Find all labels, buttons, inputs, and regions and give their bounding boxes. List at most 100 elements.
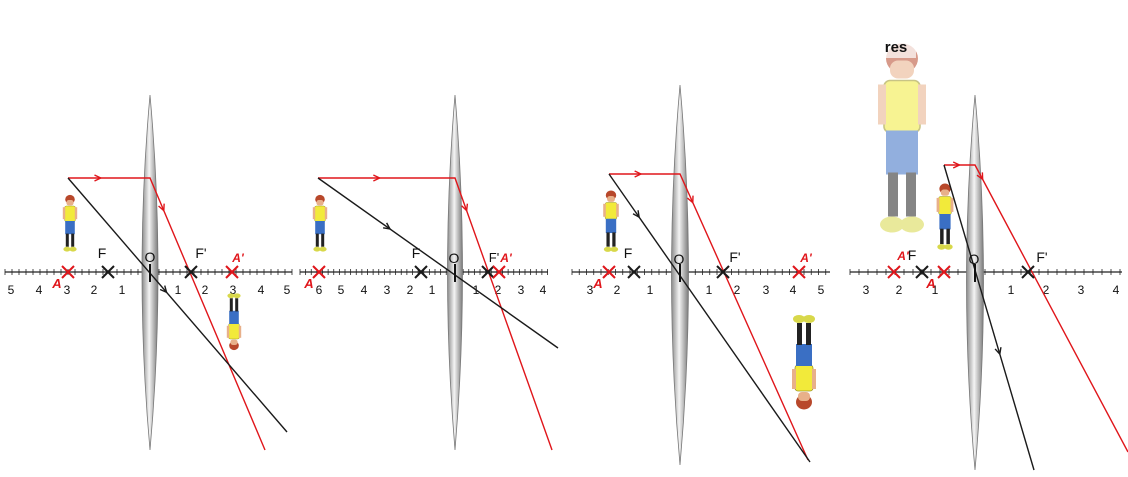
panel-1-mark-A-b — [61, 265, 75, 279]
panel-3-label-Fprime: F' — [729, 249, 740, 265]
tick-label: 4 — [361, 283, 368, 297]
tick-label: 1 — [1008, 283, 1015, 297]
tick-label: 4 — [1113, 283, 1120, 297]
tick-label: 3 — [230, 283, 237, 297]
panel-3-mark-Aprime-b — [792, 265, 806, 279]
tick-label: 6 — [316, 283, 323, 297]
panel-4-focus-F-b — [915, 265, 929, 279]
panel-3-focus-F — [627, 265, 641, 279]
panel-4-mark-Aprime — [887, 265, 901, 279]
panel-1-image-boy — [226, 292, 242, 351]
tick-label: 2 — [91, 283, 98, 297]
tick-label: 3 — [384, 283, 391, 297]
tick-label: 1 — [932, 283, 939, 297]
tick-label: 1 — [647, 283, 654, 297]
panel-3-label-F: F — [624, 245, 633, 261]
tick-label: 5 — [8, 283, 15, 297]
panel-4-focus-Fprime — [1021, 265, 1035, 279]
panel-1-ray-parallel-arrow-1 — [158, 203, 165, 213]
tick-label: 1 — [119, 283, 126, 297]
panel-2-ray-center-arrow-0 — [382, 222, 392, 230]
tick-label: 5 — [338, 283, 345, 297]
tick-label: 2 — [896, 283, 903, 297]
tick-label: 3 — [763, 283, 770, 297]
tick-label: 2 — [202, 283, 209, 297]
panel-2-mark-Aprime — [492, 265, 506, 279]
panel-4-lens — [966, 94, 984, 471]
tick-label: 2 — [1043, 283, 1050, 297]
panel-3-ray-parallel-arrow-0 — [634, 170, 643, 178]
tick-label: 2 — [495, 283, 502, 297]
panel-2-focus-F-b — [414, 265, 428, 279]
panel-4-ray-parallel-arrow-1 — [976, 172, 984, 181]
panel-3-focus-F-b — [627, 265, 641, 279]
tick-label: 4 — [540, 283, 547, 297]
panel-2-focus-F — [414, 265, 428, 279]
panel-3-focus-Fprime-b — [716, 265, 730, 279]
panel-4-ray-center — [943, 164, 1035, 471]
tick-label: 3 — [64, 283, 71, 297]
panel-4-mark-A — [937, 265, 951, 279]
panel-1-mark-Aprime-b — [225, 265, 239, 279]
panel-4-ray-parallel — [944, 161, 1128, 453]
panel-4-mark-Aprime-b — [887, 265, 901, 279]
panel-4-mark-A-b — [937, 265, 951, 279]
tick-label: 4 — [36, 283, 43, 297]
panel-4-ray-center-arrow-0 — [994, 347, 1002, 356]
panel-3-mark-A — [602, 265, 616, 279]
panel-2-label-Fprime: F' — [489, 250, 499, 265]
panel-4-label-F: F — [908, 247, 917, 263]
tick-label: 2 — [614, 283, 621, 297]
panel-3-mark-Aprime — [792, 265, 806, 279]
panel-3-mark-A-b — [602, 265, 616, 279]
panel-3-image-boy — [791, 314, 817, 411]
panel-2-label-O: O — [449, 250, 460, 266]
panel-1-mark-Aprime — [225, 265, 239, 279]
panel-3-ray-center-arrow-0 — [632, 210, 641, 219]
panel-1-label-F: F — [98, 245, 107, 261]
tick-label: 1 — [706, 283, 713, 297]
panel-1-focus-F-b — [101, 265, 115, 279]
panel-4-ray-parallel-arrow-0 — [952, 161, 962, 169]
panel-3-ray-parallel-arrow-1 — [686, 195, 694, 205]
panel-1-label-Fprime: F' — [195, 245, 206, 261]
panel-3-ray-center — [608, 173, 811, 463]
panel-3-ray-parallel — [609, 170, 809, 461]
panel-2-ray-parallel — [318, 174, 553, 451]
panel-4-virtual-tag-bg — [876, 36, 916, 58]
panel-2-ray-parallel-arrow-1 — [461, 203, 469, 213]
tick-label: 3 — [1078, 283, 1085, 297]
panel-3-ray-center-line — [608, 173, 811, 463]
tick-label: 1 — [175, 283, 182, 297]
tick-label: 4 — [258, 283, 265, 297]
panel-2-mark-Aprime-b — [492, 265, 506, 279]
panel-3-ray-parallel-line — [609, 173, 809, 461]
panel-1-ray-parallel-arrow-0 — [94, 174, 103, 182]
panel-1-ray-parallel-line — [68, 177, 266, 451]
panel-2-object-boy — [312, 194, 328, 253]
panel-4-virtual-tag: res — [885, 39, 908, 56]
panel-1-focus-F — [101, 265, 115, 279]
panel-3-focus-Fprime — [716, 265, 730, 279]
panel-2-ray-center-line — [317, 177, 559, 349]
panel-1-label-Aprime: A' — [231, 251, 245, 265]
panel-1-ray-center-line — [67, 177, 288, 433]
panel-2-label-F: F — [412, 245, 421, 261]
panel-3-label-A: A — [592, 276, 602, 291]
panel-2-focus-Fprime — [481, 265, 495, 279]
panel-1-label-O: O — [145, 249, 156, 265]
panel-1-mark-A — [61, 265, 75, 279]
panel-1-focus-Fprime-b — [184, 265, 198, 279]
panel-2-ray-center — [317, 177, 559, 349]
panel-1-ray-center-arrow-0 — [159, 285, 168, 294]
panel-2-mark-A-b — [312, 265, 326, 279]
panel-1-focus-Fprime — [184, 265, 198, 279]
